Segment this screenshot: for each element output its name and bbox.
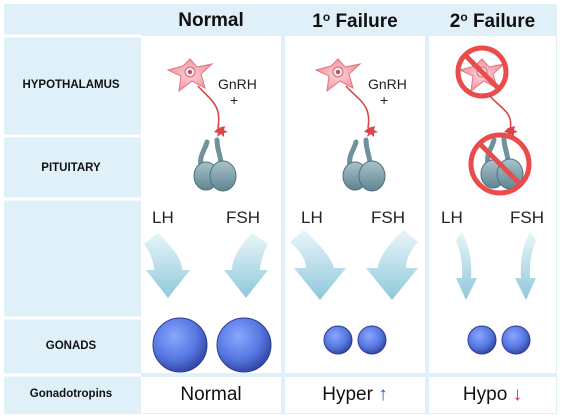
row-label-gonads: GONADS [45,340,97,352]
column-header-primary-failure: 1o Failure [312,10,398,32]
lh-label: LH [441,208,463,227]
lh-arrow-large [290,230,346,300]
column-header-secondary-failure: 2o Failure [449,10,536,32]
fsh-arrow-small [515,232,536,300]
row-label-pituitary: PITUITARY [41,162,101,174]
axon-terminal-icon [214,126,228,137]
gnrh-label: GnRH+ [218,76,257,108]
gonad-right [216,317,272,373]
gonad-left [152,317,208,373]
lh-arrow [144,233,190,298]
down-arrow-icon: ↓ [512,384,523,405]
row-label-hypothalamus: HYPOTHALAMUS [22,79,120,91]
prohibit-icon [455,45,509,99]
prohibit-slash [478,142,522,186]
axon-line [197,85,220,129]
gnrh-label: GnRH+ [368,76,407,108]
column-header-normal: Normal [178,10,244,31]
axon-line [345,85,370,129]
gonad-right-small [501,325,531,355]
row-label-gonadotropins: Gonadotropins [29,388,113,400]
outcome-normal: Normal [180,384,242,405]
axon-terminal-icon [364,126,378,137]
prohibit-icon [468,132,532,196]
fsh-label: FSH [371,208,405,227]
gonad-left-small [323,325,353,355]
gonad-right-small [357,325,387,355]
primary-failure-column-graphics [290,58,418,355]
lh-label: LH [152,208,174,227]
lh-label: LH [301,208,323,227]
lh-arrow-small [456,232,477,300]
axon-line [489,95,512,131]
axon-terminal-icon [504,126,518,137]
secondary-failure-column-graphics [455,45,536,355]
fsh-label: FSH [226,208,260,227]
outcome-hypo: Hypo ↓ [462,384,523,405]
prohibit-slash [463,53,501,91]
up-arrow-icon: ↑ [378,384,388,405]
gonad-left-small [467,325,497,355]
fsh-arrow-large [366,230,418,300]
outcome-hyper: Hyper ↑ [322,384,388,405]
fsh-arrow [224,233,268,298]
row-dividers [4,34,141,377]
normal-column-graphics [144,58,272,373]
fsh-label: FSH [510,208,544,227]
